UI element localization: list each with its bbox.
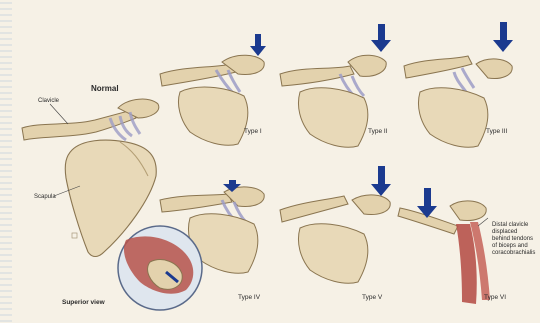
left-margin-lines	[0, 0, 12, 323]
superior-view-inset	[118, 226, 202, 310]
type-ii-label: Type II	[368, 128, 388, 135]
clavicle-label: Clavicle	[38, 98, 59, 104]
normal-title: Normal	[91, 84, 119, 93]
type-iii-label: Type III	[486, 128, 507, 135]
type-iv-label: Type IV	[238, 294, 260, 301]
annotation-distal-clavicle: Distal clavicle displaced behind tendons…	[492, 222, 535, 257]
scapula-label: Scapula	[34, 194, 56, 200]
annotation-line: Distal clavicle	[492, 222, 535, 229]
type-v-label: Type V	[362, 294, 382, 301]
annotation-line: of biceps and	[492, 243, 535, 250]
type-vi-label: Type VI	[484, 294, 506, 301]
annotation-line: displaced	[492, 229, 535, 236]
annotation-line: coracobrachialis	[492, 250, 535, 257]
type-i-label: Type I	[244, 128, 262, 135]
annotation-line: behind tendons	[492, 236, 535, 243]
superior-view-label: Superior view	[62, 299, 105, 306]
